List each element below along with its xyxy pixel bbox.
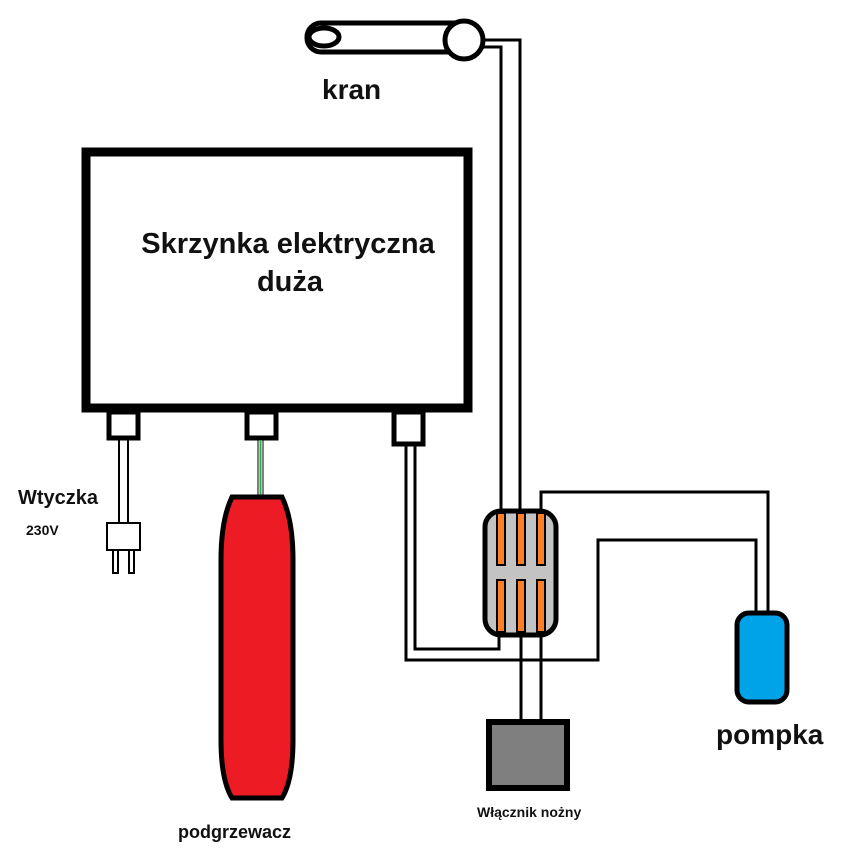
pump-label: pompka [716, 719, 824, 750]
socket-plug [106, 409, 141, 441]
wago-connector [482, 508, 559, 638]
box-title-line1: Skrzynka elektryczna [141, 228, 435, 260]
faucet [304, 18, 486, 62]
socket-heater [244, 409, 279, 441]
faucet-wires [482, 38, 522, 510]
voltage-label: 230V [26, 522, 59, 538]
plug [106, 440, 141, 574]
pump [734, 610, 790, 705]
wires [404, 444, 770, 722]
box-title-line2: duża [257, 266, 324, 298]
plug-label: Wtyczka [18, 487, 99, 509]
heater [218, 440, 296, 801]
socket-pump [391, 409, 426, 447]
foot-switch [486, 719, 570, 791]
faucet-label: kran [322, 74, 381, 105]
electrical-box [81, 147, 473, 413]
heater-label: podgrzewacz [178, 822, 291, 842]
foot-switch-label: Włącznik nożny [477, 804, 581, 820]
